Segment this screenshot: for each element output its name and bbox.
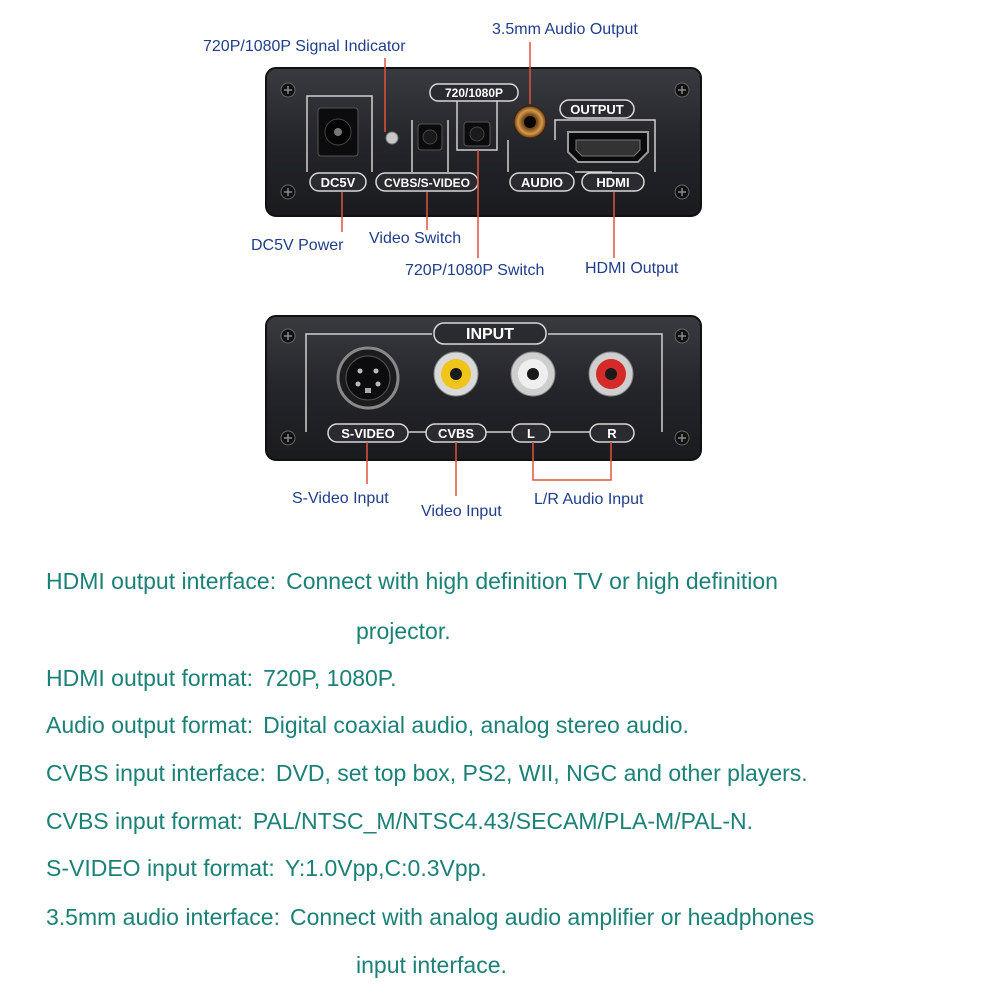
callout-signal-indicator: 720P/1080P Signal Indicator: [203, 38, 406, 55]
spec-key: S-VIDEO input format:: [46, 855, 275, 881]
callout-audio-output: 3.5mm Audio Output: [492, 21, 638, 38]
spec-value: Y:1.0Vpp,C:0.3Vpp.: [284, 855, 487, 881]
signal-led: [385, 131, 399, 145]
label-cvbs: CVBS: [425, 423, 487, 443]
spec-value-continued: input interface.: [356, 952, 507, 978]
audio-jack: [513, 105, 547, 139]
spec-hdmi-output-interface: HDMI output interface: Connect with high …: [46, 568, 778, 595]
spec-value: 720P, 1080P.: [263, 665, 397, 691]
video-switch-button: [417, 123, 443, 151]
front-panel: DC5V CVBS/S-VIDEO 720/1080P OUTPUT AUDIO…: [265, 67, 702, 217]
spec-key: Audio output format:: [46, 712, 254, 738]
spec-value: DVD, set top box, PS2, WII, NGC and othe…: [275, 760, 808, 786]
svideo-port: [336, 346, 400, 410]
svg-text:S-VIDEO: S-VIDEO: [341, 426, 394, 441]
callout-lines-back: [366, 442, 612, 496]
device-diagram: DC5V CVBS/S-VIDEO 720/1080P OUTPUT AUDIO…: [203, 21, 702, 520]
dc-power-jack: [317, 107, 359, 157]
svg-text:OUTPUT: OUTPUT: [570, 102, 624, 117]
spec-value: Connect with analog audio amplifier or h…: [289, 904, 815, 930]
callout-video-input: Video Input: [421, 503, 502, 520]
rca-audio-right-red: [588, 351, 634, 397]
label-audio: AUDIO: [509, 172, 575, 192]
back-panel: INPUT S-VIDEO CVBS L R: [265, 315, 702, 461]
spec-cvbs-input-format: CVBS input format: PAL/NTSC_M/NTSC4.43/SE…: [46, 808, 753, 835]
svg-text:INPUT: INPUT: [466, 326, 514, 343]
screw-icon: [280, 82, 690, 200]
spec-svideo-input-format: S-VIDEO input format: Y:1.0Vpp,C:0.3Vpp.: [46, 855, 487, 882]
label-left: L: [511, 423, 551, 443]
spec-key: HDMI output format:: [46, 665, 254, 691]
label-output: OUTPUT: [559, 99, 635, 119]
callout-lines-front: [341, 42, 615, 258]
spec-cvbs-input-interface: CVBS input interface: DVD, set top box, P…: [46, 760, 808, 787]
spec-key: CVBS input format:: [46, 808, 243, 834]
spec-hdmi-output-format: HDMI output format: 720P, 1080P.: [46, 665, 397, 692]
spec-key: 3.5mm audio interface:: [46, 904, 280, 930]
spec-key: HDMI output interface:: [46, 568, 277, 594]
callout-720-1080p-switch: 720P/1080P Switch: [405, 262, 544, 279]
spec-key: CVBS input interface:: [46, 760, 266, 786]
label-input: INPUT: [433, 322, 547, 345]
callout-lr-audio-input: L/R Audio Input: [534, 491, 644, 508]
svg-text:L: L: [527, 426, 535, 441]
svg-text:CVBS: CVBS: [438, 426, 474, 441]
label-hdmi: HDMI: [581, 172, 645, 192]
spec-value-continued: projector.: [356, 618, 451, 644]
spec-audio-interface: 3.5mm audio interface: Connect with analo…: [46, 904, 814, 931]
spec-value: Digital coaxial audio, analog stereo aud…: [263, 712, 689, 738]
callout-dc5v-power: DC5V Power: [251, 237, 344, 254]
svg-text:DC5V: DC5V: [321, 175, 356, 190]
svg-text:HDMI: HDMI: [596, 175, 629, 190]
callout-hdmi-output: HDMI Output: [585, 260, 679, 277]
rca-audio-left-white: [510, 351, 556, 397]
svg-text:CVBS/S-VIDEO: CVBS/S-VIDEO: [384, 176, 470, 190]
spec-value: PAL/NTSC_M/NTSC4.43/SECAM/PLA-M/PAL-N.: [252, 808, 754, 834]
svg-text:AUDIO: AUDIO: [521, 175, 563, 190]
label-right: R: [589, 423, 635, 443]
svg-text:720/1080P: 720/1080P: [445, 86, 503, 100]
callout-svideo-input: S-Video Input: [292, 490, 389, 507]
spec-value: Connect with high definition TV or high …: [286, 568, 778, 594]
label-dc5v: DC5V: [309, 172, 367, 192]
resolution-switch-button: [463, 121, 491, 147]
callout-video-switch: Video Switch: [369, 230, 461, 247]
hdmi-port: [567, 131, 649, 163]
svg-text:R: R: [607, 426, 617, 441]
label-cvbs-svideo: CVBS/S-VIDEO: [375, 172, 479, 192]
rca-video-yellow: [433, 351, 479, 397]
label-720-1080p: 720/1080P: [429, 83, 519, 102]
spec-audio-output-format: Audio output format: Digital coaxial audi…: [46, 712, 689, 739]
screw-icon: [280, 328, 690, 446]
label-svideo: S-VIDEO: [327, 423, 409, 443]
spec-list: HDMI output interface: Connect with high …: [0, 560, 1000, 1000]
